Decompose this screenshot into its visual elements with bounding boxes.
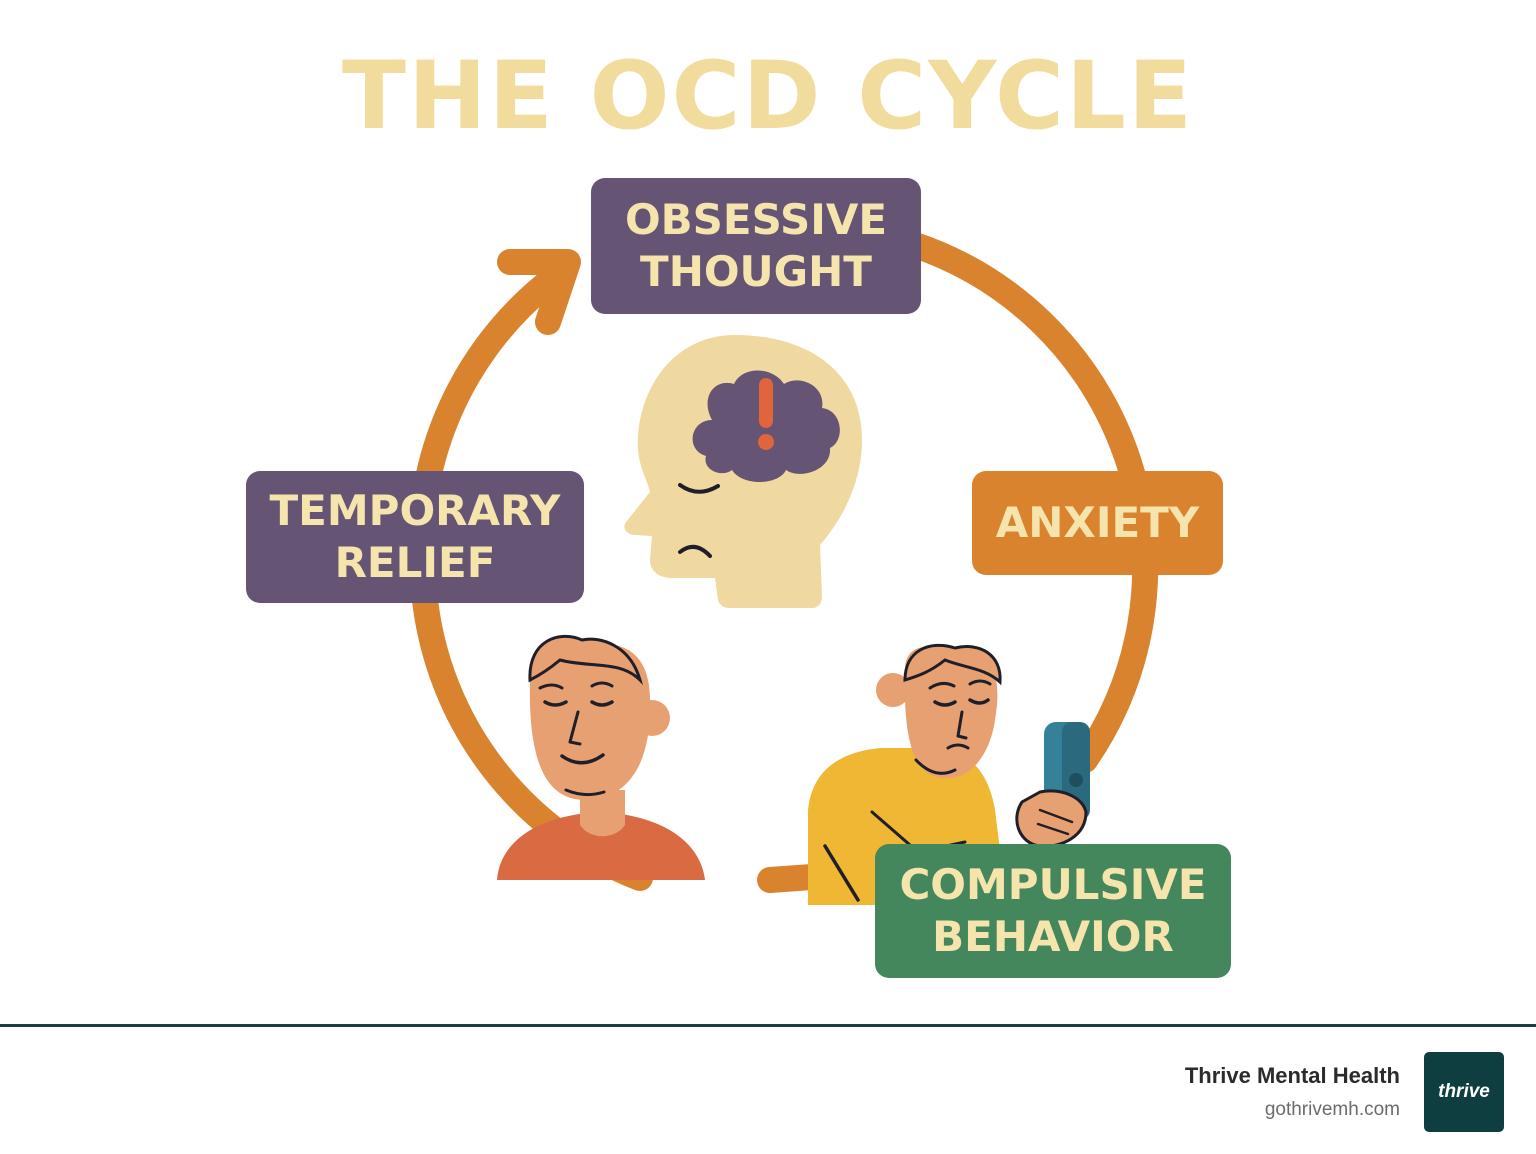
stage-compulsive-line1: COMPULSIVE: [899, 860, 1207, 909]
brand-url: gothrivemh.com: [1264, 1099, 1400, 1120]
stage-compulsive-behavior: COMPULSIVE BEHAVIOR: [875, 844, 1231, 978]
stage-anxiety: ANXIETY: [972, 471, 1223, 575]
page-title: THE OCD CYCLE: [341, 42, 1195, 151]
head-with-worry-cloud-icon: [624, 335, 862, 608]
thrive-logo: thrive: [1424, 1052, 1504, 1132]
stage-relief-line1: TEMPORARY: [269, 486, 561, 535]
stage-compulsive-line2: BEHAVIOR: [932, 912, 1174, 961]
brand-name: Thrive Mental Health: [1184, 1063, 1400, 1088]
cycle-arrowhead-icon: [497, 249, 581, 335]
stage-obsessive-line2: THOUGHT: [640, 247, 872, 296]
footer-divider: [0, 1024, 1536, 1027]
stage-obsessive-thought: OBSESSIVE THOUGHT: [591, 178, 921, 314]
stage-anxiety-label: ANXIETY: [995, 498, 1200, 547]
logo-text: thrive: [1438, 1081, 1490, 1102]
relieved-person-icon: [497, 634, 705, 880]
stage-obsessive-line1: OBSESSIVE: [624, 195, 888, 244]
stage-relief-line2: RELIEF: [334, 538, 496, 587]
stage-temporary-relief: TEMPORARY RELIEF: [246, 471, 584, 603]
